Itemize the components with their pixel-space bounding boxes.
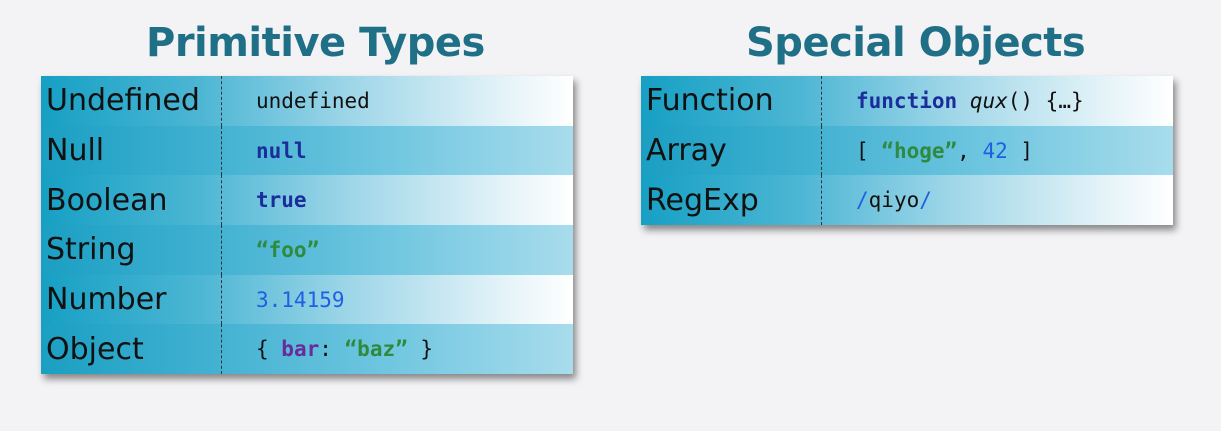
code-regex-delimiter: /: [919, 188, 932, 213]
table-row: Function function qux() {…}: [641, 76, 1173, 126]
code-keyword: function: [856, 88, 958, 113]
code-keyword: true: [256, 188, 307, 213]
code-number: 3.14159: [256, 287, 345, 312]
table-row: Object { bar: “baz” }: [41, 324, 573, 375]
code-regex-body: qiyo: [868, 188, 920, 213]
primitive-types-title: Primitive Types: [146, 20, 485, 66]
code-brace: {: [256, 337, 282, 362]
special-objects-title: Special Objects: [746, 20, 1086, 66]
table-row: Undefined undefined: [41, 76, 573, 126]
code-brace: }: [407, 337, 434, 362]
table-row: String “foo”: [41, 225, 573, 275]
table-row: Array [ “hoge”, 42 ]: [641, 125, 1173, 176]
code-text: () {…}: [1007, 88, 1084, 113]
special-objects-table: Function function qux() {…} Array [ “hog…: [641, 76, 1173, 226]
code-regex-delimiter: /: [856, 188, 869, 213]
code-text: undefined: [256, 88, 370, 113]
type-name: Object: [41, 324, 222, 375]
type-name: Undefined: [41, 76, 222, 126]
table-row: Null null: [41, 125, 573, 176]
code-bracket: [: [856, 138, 882, 163]
code-space: [957, 89, 970, 113]
type-name: RegExp: [641, 175, 822, 226]
type-example: 3.14159: [222, 275, 573, 325]
code-string: “hoge”: [881, 138, 958, 163]
type-example: null: [222, 126, 573, 176]
code-number: 42: [982, 138, 1008, 163]
type-example: [ “hoge”, 42 ]: [822, 126, 1173, 176]
type-name: Boolean: [41, 175, 222, 226]
code-keyword: null: [256, 138, 307, 163]
type-example: “foo”: [222, 225, 573, 275]
primitive-types-table: Undefined undefined Null null Boolean tr…: [41, 76, 573, 375]
type-name: Function: [641, 76, 822, 126]
type-example: function qux() {…}: [822, 76, 1173, 126]
code-colon: :: [319, 337, 345, 362]
table-row: RegExp /qiyo/: [641, 175, 1173, 226]
type-name: Null: [41, 125, 222, 176]
type-example: /qiyo/: [822, 175, 1173, 225]
type-example: undefined: [222, 76, 573, 126]
type-name: Number: [41, 274, 222, 325]
table-row: Number 3.14159: [41, 274, 573, 325]
type-name: String: [41, 225, 222, 275]
code-comma: ,: [957, 138, 983, 163]
type-example: { bar: “baz” }: [222, 324, 573, 374]
code-string: “foo”: [256, 237, 320, 262]
table-row: Boolean true: [41, 175, 573, 226]
type-name: Array: [641, 125, 822, 176]
type-example: true: [222, 175, 573, 225]
code-function-name: qux: [969, 88, 1008, 113]
code-bracket: ]: [1007, 138, 1034, 163]
code-property: bar: [281, 337, 320, 362]
code-string: “baz”: [344, 337, 408, 362]
